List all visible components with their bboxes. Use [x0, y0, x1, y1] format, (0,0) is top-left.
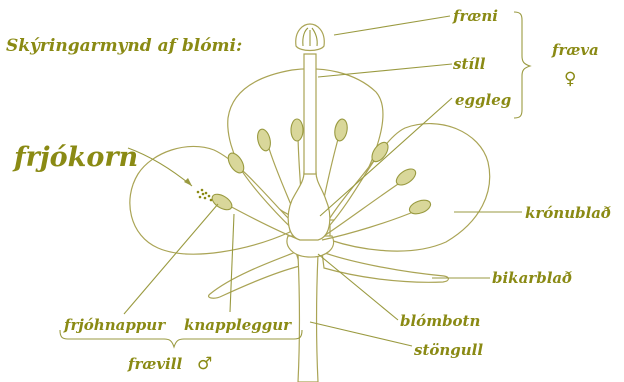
label-frjokorn: frjókorn: [12, 142, 138, 173]
male-symbol: ♂: [197, 354, 212, 374]
left-sepal: [209, 252, 300, 298]
stem: [298, 254, 318, 382]
label-blombotn: blómbotn: [400, 312, 480, 330]
label-eggleg: eggleg: [455, 91, 511, 109]
label-fraevill: frævill: [127, 355, 182, 373]
label-kronublad: krónublað: [525, 204, 611, 222]
fraeva-brace: [514, 12, 530, 118]
right-sepal: [322, 252, 448, 282]
label-still: stíll: [453, 55, 486, 73]
label-stongull: stöngull: [414, 341, 483, 359]
diagram-title: Skýringarmynd af blómi:: [6, 36, 242, 56]
label-knappleggur: knappleggur: [184, 316, 292, 334]
label-fraeva: fræva: [551, 41, 599, 59]
label-fraeni: fræni: [452, 7, 498, 25]
female-symbol: ♀: [564, 69, 576, 89]
label-bikarblad: bikarblað: [492, 269, 572, 287]
label-frjohnappur: frjóhnappur: [63, 316, 166, 334]
style: [304, 54, 316, 174]
